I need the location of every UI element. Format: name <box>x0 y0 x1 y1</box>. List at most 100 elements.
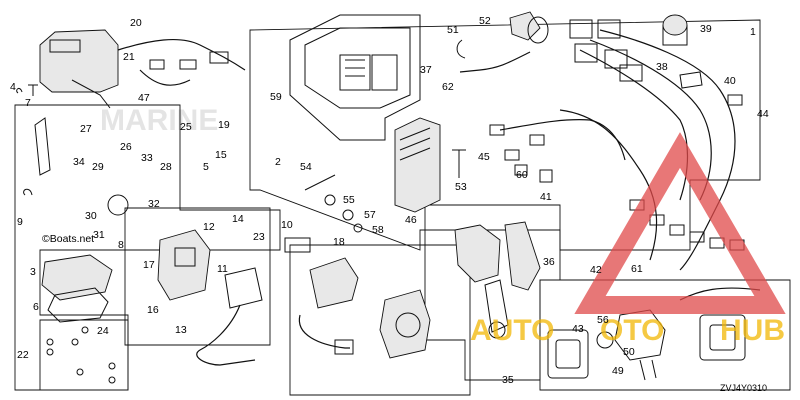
group-frame-left-control <box>124 207 271 346</box>
control-unit-center <box>284 237 431 359</box>
callout-57: 57 <box>364 209 376 221</box>
callout-53: 53 <box>455 181 467 193</box>
control-unit-left <box>157 229 263 366</box>
nut-55 <box>324 194 336 206</box>
callout-52: 52 <box>479 15 491 27</box>
callout-35: 35 <box>502 374 514 386</box>
clip-9 <box>23 188 33 196</box>
callout-61: 61 <box>631 263 643 275</box>
callout-37: 37 <box>420 64 432 76</box>
connector-41 <box>539 169 553 183</box>
group-frame-ignition <box>539 279 791 391</box>
callout-56: 56 <box>597 314 609 326</box>
callout-33: 33 <box>141 152 153 164</box>
washer-58 <box>353 223 363 233</box>
callout-60: 60 <box>516 169 528 181</box>
callout-41: 41 <box>540 191 552 203</box>
watermark-text: ©Boats.net <box>42 233 94 245</box>
callout-7: 7 <box>25 97 31 109</box>
callout-30: 30 <box>85 210 97 222</box>
watermark-logo: AUTO OTO HUB <box>470 132 786 347</box>
callout-29: 29 <box>92 161 104 173</box>
callout-labels: 1 2 3 4 5 6 7 8 9 10 11 12 13 14 15 16 1… <box>10 15 769 393</box>
callout-51: 51 <box>447 24 459 36</box>
bezel-right <box>699 314 746 361</box>
callout-21: 21 <box>123 51 135 63</box>
callout-54: 54 <box>300 161 312 173</box>
warning-triangle-icon <box>574 132 786 314</box>
screw-7 <box>28 84 38 96</box>
callout-34: 34 <box>73 156 85 168</box>
callout-6: 6 <box>33 301 39 313</box>
ground-wire-62 <box>459 51 531 73</box>
ignition-switch <box>547 309 666 381</box>
callout-18: 18 <box>333 236 345 248</box>
callout-24: 24 <box>97 325 109 337</box>
control-module <box>394 117 441 213</box>
callout-4: 4 <box>10 81 16 93</box>
callout-39: 39 <box>700 23 712 35</box>
group-frame-center-control <box>289 244 471 396</box>
knob-31 <box>107 194 129 216</box>
bolt-54 <box>304 174 336 191</box>
callout-43: 43 <box>572 323 584 335</box>
logo-word-auto: AUTO <box>470 314 554 347</box>
switch-plate-3 <box>41 254 113 301</box>
washer-57 <box>342 209 354 221</box>
callout-12: 12 <box>203 221 215 233</box>
callout-1: 1 <box>750 26 756 38</box>
callout-9: 9 <box>17 216 23 228</box>
callout-55: 55 <box>343 194 355 206</box>
callout-15: 15 <box>215 149 227 161</box>
callout-13: 13 <box>175 324 187 336</box>
watermark-large: MARINE <box>100 104 218 137</box>
callout-16: 16 <box>147 304 159 316</box>
harness-sub-wire-21 <box>117 38 246 86</box>
callout-5: 5 <box>203 161 209 173</box>
callout-62: 62 <box>442 81 454 93</box>
callout-40: 40 <box>724 75 736 87</box>
callout-11: 11 <box>217 263 228 275</box>
callout-10: 10 <box>281 219 293 231</box>
bracket-27 <box>34 117 51 176</box>
gasket-6 <box>47 287 109 323</box>
callout-44: 44 <box>757 108 769 120</box>
callout-19: 19 <box>218 119 230 131</box>
group-frame-main-harness <box>249 19 761 251</box>
callout-46: 46 <box>405 214 417 226</box>
callout-27: 27 <box>80 123 92 135</box>
cap-39 <box>662 14 688 46</box>
logo-word-hub: HUB <box>720 314 785 347</box>
callout-31: 31 <box>93 229 105 241</box>
callout-50: 50 <box>623 346 635 358</box>
callout-36: 36 <box>543 256 555 268</box>
connector-60 <box>514 164 528 176</box>
callout-20: 20 <box>130 17 142 29</box>
callout-26: 26 <box>120 141 132 153</box>
clip-51 <box>456 39 466 59</box>
control-box-housing <box>289 14 421 141</box>
callout-38: 38 <box>656 61 668 73</box>
connector-cap-52 <box>509 11 549 44</box>
control-unit-right <box>454 221 541 339</box>
group-frame-fastener-kit <box>39 319 129 391</box>
callout-22: 22 <box>17 349 29 361</box>
cover-18-part <box>284 237 311 253</box>
callout-3: 3 <box>30 266 36 278</box>
relay-40 <box>727 94 743 106</box>
callout-17: 17 <box>143 259 155 271</box>
callout-2: 2 <box>275 156 281 168</box>
sub-harness-45 <box>489 124 545 161</box>
callout-58: 58 <box>372 224 384 236</box>
callout-49: 49 <box>612 365 624 377</box>
bolt-53 <box>452 149 466 178</box>
callout-25: 25 <box>180 121 192 133</box>
callout-32: 32 <box>148 198 160 210</box>
harness-cover <box>39 29 119 109</box>
callout-14: 14 <box>232 213 244 225</box>
callout-47: 47 <box>138 92 150 104</box>
callout-59: 59 <box>270 91 282 103</box>
diagram-code: ZVJ4Y0310 <box>720 383 767 393</box>
callout-8: 8 <box>118 239 124 251</box>
